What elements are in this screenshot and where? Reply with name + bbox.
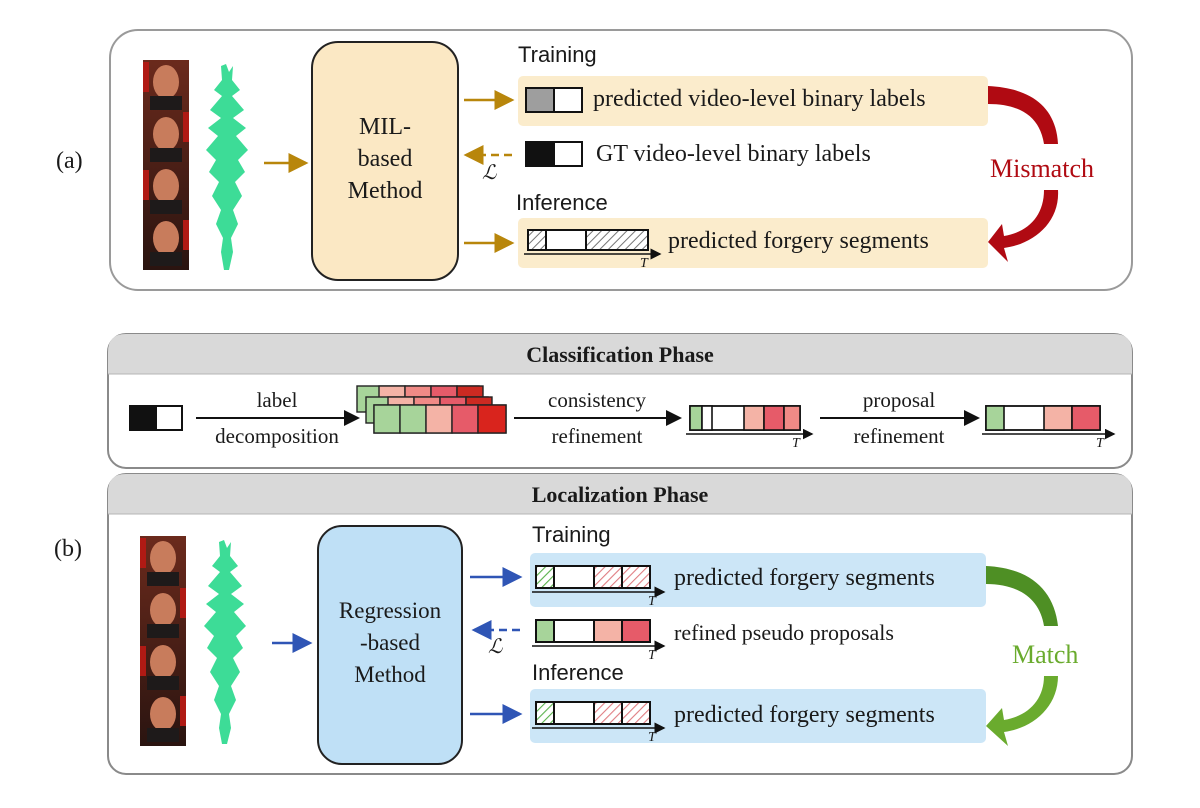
regression-method-box [317, 525, 463, 765]
gt-video-labels-text: GT video-level binary labels [596, 141, 871, 167]
mismatch-label: Mismatch [990, 154, 1094, 183]
mil-method-line-1: MIL- [359, 114, 411, 140]
mil-method-box [311, 41, 459, 281]
predicted-segments-timeline-b-infer [532, 701, 666, 734]
loss-symbol-b: ℒ [488, 636, 503, 658]
localization-phase-panel [107, 473, 1133, 775]
time-symbol-a: T [640, 256, 648, 271]
label-decomposition-bottom: decomposition [215, 424, 339, 448]
pseudo-proposals-timeline [532, 619, 666, 652]
panel-a [109, 29, 1133, 291]
consistency-refinement-bottom: refinement [551, 424, 643, 448]
panel-a-label: (a) [56, 148, 83, 174]
predicted-segments-timeline-a [524, 229, 662, 260]
time-symbol-b-3: T [648, 730, 656, 745]
predicted-segments-timeline-b-train [532, 565, 666, 598]
predicted-forgery-segments-a: predicted forgery segments [668, 228, 929, 254]
mil-method-line-3: Method [347, 178, 423, 204]
panel-b-label: (b) [54, 536, 82, 562]
time-symbol-cls-2: T [1096, 436, 1104, 451]
video-frames-b [140, 536, 186, 746]
audio-waveform-a [206, 64, 248, 270]
consistency-refinement-top: consistency [548, 388, 646, 412]
proposal-refinement-bottom: refinement [853, 424, 945, 448]
inference-label-a: Inference [516, 190, 608, 215]
refined-pseudo-proposals-text: refined pseudo proposals [674, 620, 894, 645]
classification-phase-title: Classification Phase [526, 342, 714, 367]
mil-method-line-2: based [357, 146, 413, 172]
time-symbol-cls-1: T [792, 436, 800, 451]
classification-phase-panel [107, 333, 1133, 469]
regression-method-line-1: Regression [338, 598, 442, 623]
proposal-refined-timeline [982, 405, 1116, 440]
regression-method-line-3: Method [354, 662, 426, 687]
predicted-forgery-segments-b-infer: predicted forgery segments [674, 702, 935, 728]
predicted-binary-label-icon [525, 87, 583, 113]
mismatch-arrow [988, 86, 1059, 262]
decomposed-label-stack [356, 385, 507, 434]
loss-symbol-a: ℒ [482, 162, 497, 184]
localization-phase-title: Localization Phase [531, 482, 709, 507]
video-frames-a [143, 60, 189, 270]
proposal-refinement-top: proposal [862, 388, 936, 412]
predicted-forgery-segments-b-train: predicted forgery segments [674, 565, 935, 591]
regression-method-line-2: -based [359, 630, 421, 655]
label-decomposition-top: label [256, 388, 298, 412]
consistency-refined-timeline [686, 405, 814, 440]
training-label-a: Training [518, 42, 597, 67]
match-arrow [986, 566, 1058, 746]
training-label-b: Training [532, 522, 611, 547]
inference-label-b: Inference [532, 660, 624, 685]
gt-binary-label-icon [525, 141, 583, 167]
audio-waveform-b [204, 540, 246, 744]
match-label: Match [1012, 640, 1079, 669]
time-symbol-b-1: T [648, 594, 656, 609]
time-symbol-b-2: T [648, 648, 656, 663]
predicted-video-labels-text: predicted video-level binary labels [593, 86, 926, 112]
